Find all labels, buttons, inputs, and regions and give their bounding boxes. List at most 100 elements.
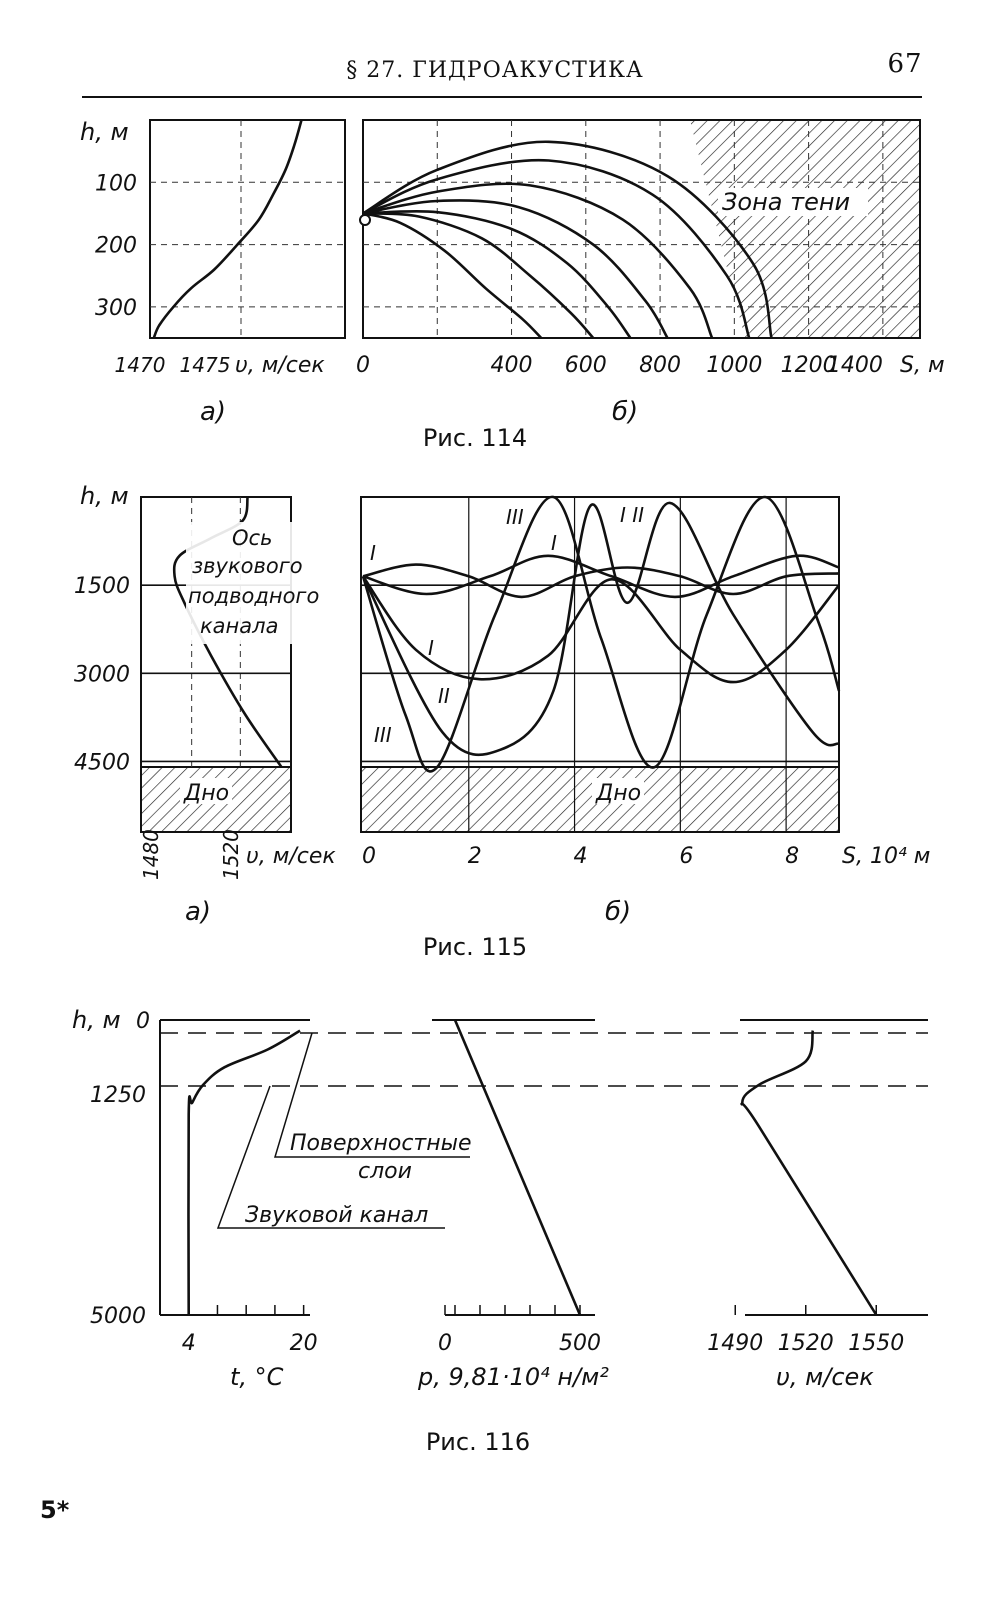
fig114b-ray [362, 182, 714, 339]
fig114b-ray [362, 140, 773, 339]
fig114a-xlabel: υ, м/сек [235, 353, 325, 378]
fig115a-panel-label: а) [185, 897, 211, 927]
fig114b-xtick-label: 1400 [827, 353, 883, 378]
fig114b-shadow-label-bg [718, 188, 868, 216]
fig115b-ray-label-I-II: I II [620, 503, 644, 527]
fig115a-ytick-label: 1500 [74, 574, 130, 599]
fig115b-panel-label: б) [605, 897, 631, 927]
fig116-surface-label-1: Поверхностные [290, 1131, 472, 1156]
fig114b-grid [363, 120, 920, 338]
fig115a-y-ticks: 1500 3000 4500 [74, 574, 130, 775]
fig115-caption: Рис. 115 [423, 933, 527, 961]
fig114b-xtick-label: 400 [491, 353, 533, 378]
fig114b-ray [362, 212, 543, 339]
fig114b-ray [362, 199, 669, 339]
fig116c-xlabel: υ, м/сек [776, 1363, 874, 1391]
fig114a-ylabel: h, м [80, 118, 129, 146]
fig114b-xtick-label: 800 [639, 353, 681, 378]
fig114a-xtick-label: 1475 [180, 353, 231, 377]
fig116a-xlabel: t, °C [230, 1363, 284, 1391]
fig116b-xtick-label: 500 [559, 1331, 601, 1356]
fig115b-xlabel: S, 10⁴ м [842, 844, 930, 869]
fig114b-xtick-label: 1200 [781, 353, 837, 378]
fig114b-ray [362, 209, 632, 339]
fig114a-frame [149, 119, 346, 339]
fig115a-bottom-label: Дно [183, 781, 229, 806]
fig114a-ytick-label: 300 [95, 296, 137, 321]
fig116-caption: Рис. 116 [426, 1428, 530, 1456]
fig115b-xtick-label: 6 [679, 844, 693, 869]
fig115b-ray-label-I-c: I [428, 636, 434, 660]
fig115a-xtick-1520: 1520 [219, 829, 243, 880]
fig116-panel: 0 1250 5000 4 20 0 500 1490 1520 1550 h, м t, °C… [72, 1006, 928, 1391]
fig116-channel-label: Звуковой канал [245, 1203, 428, 1228]
fig115b-ray-III [361, 495, 841, 773]
fig115a-annotation-line3: подводного [188, 584, 319, 608]
fig115b-ray-I [362, 554, 840, 599]
fig115b-xtick-label: 2 [468, 844, 482, 869]
fig116c-xtick-label: 1550 [848, 1331, 904, 1356]
fig116a-ylabel: h, м [72, 1006, 121, 1034]
fig115b-bottom-label: Дно [595, 781, 641, 806]
fig116b-xtick-label: 0 [438, 1331, 452, 1356]
fig114b-shadow-mask [690, 120, 745, 338]
fig114a-xtick-label: 1470 [115, 353, 166, 377]
fig115a-xtick-1480: 1480 [139, 829, 163, 880]
fig116c-velocity-curve [740, 1030, 878, 1316]
fig115b-ray-I [361, 575, 841, 684]
fig114b-shadow-label: Зона тени [722, 188, 850, 216]
fig116a-ytick-label: 5000 [90, 1304, 146, 1329]
fig115a-axis-annotation: Ось звукового подводного канала [186, 522, 319, 644]
fig114b-source-point [359, 214, 371, 226]
fig115a-xlabel: υ, м/сек [246, 844, 336, 869]
fig115b-ray-I [362, 563, 840, 599]
fig114a-x-ticks: 1470 1475 [115, 353, 231, 377]
fig115b-frame [360, 496, 840, 833]
fig115a-ytick-label: 3000 [74, 662, 130, 687]
fig114a-grid [150, 120, 345, 338]
fig114a-curve-group [152, 119, 303, 339]
fig116a-xtick-label: 20 [290, 1331, 318, 1356]
fig116b-pressure-line [453, 1019, 582, 1316]
fig116c-xtick-label: 1520 [778, 1331, 834, 1356]
fig116a-ytick-label: 0 [136, 1009, 150, 1034]
fig115b-ray-label-III-b: III [506, 505, 524, 529]
fig114a-velocity-curve [152, 119, 303, 339]
fig116-surface-label-2: слои [358, 1159, 412, 1184]
fig115a-annotation-line2: звукового [192, 554, 303, 578]
fig116a-ytick-label: 1250 [90, 1083, 146, 1108]
fig115a-ylabel: h, м [80, 482, 129, 510]
fig116-x-ticks: 4 20 0 500 1490 1520 1550 [182, 1331, 905, 1356]
fig114b-ray [362, 158, 751, 339]
fig116-leader-channel [216, 1085, 445, 1229]
fig115a-ytick-label: 4500 [74, 750, 130, 775]
fig116a-y-ticks: 0 1250 5000 [90, 1009, 150, 1329]
fig115b-rays-group [361, 495, 841, 773]
fig114b-xlabel: S, м [900, 353, 945, 378]
fig115b-xtick-label: 8 [785, 844, 799, 869]
fig115b-ray-label-I-a: I [370, 541, 376, 565]
fig114b-ray [362, 212, 595, 339]
fig116c-xtick-label: 1490 [707, 1331, 763, 1356]
section-title: § 27. ГИДРОАКУСТИКА [346, 58, 643, 83]
fig115a-annotation-line1: Ось [232, 526, 272, 550]
fig114a-ytick-label: 200 [95, 234, 137, 259]
fig116a-xtick-label: 4 [182, 1331, 196, 1356]
signature-mark: 5* [40, 1496, 70, 1524]
fig114b-xtick-label: 600 [565, 353, 607, 378]
fig115b-ray-II [361, 501, 840, 757]
fig114a-panel-label: а) [200, 397, 226, 427]
fig115a-frame [140, 496, 292, 833]
fig115b-xtick-label: 0 [362, 844, 376, 869]
page-number: 67 [887, 49, 922, 79]
fig116-curves-group [187, 1019, 878, 1316]
fig116b-xlabel: p, 9,81·10⁴ н/м² [417, 1363, 609, 1391]
